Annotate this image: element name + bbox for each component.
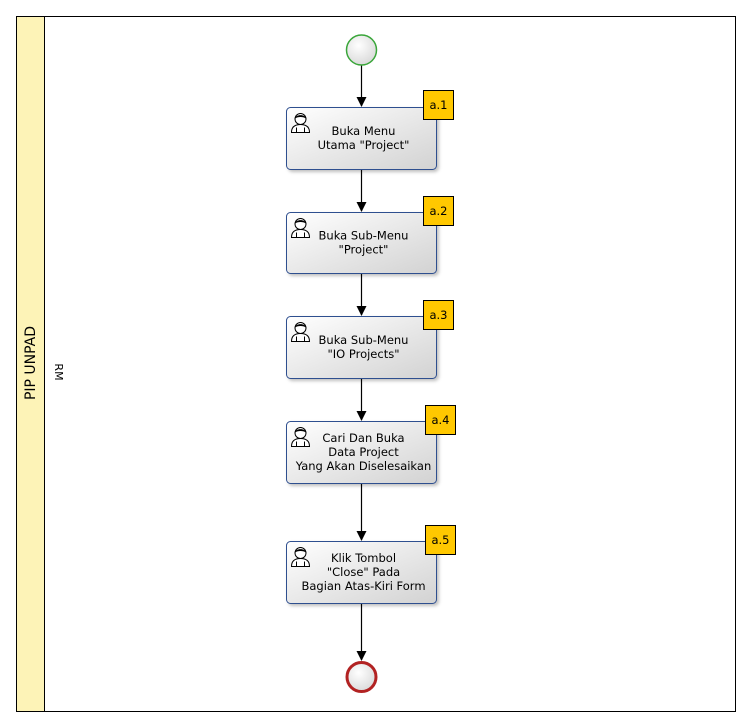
badge-label: a.4	[431, 413, 449, 427]
task-box	[286, 316, 437, 379]
task-label-line: Cari Dan Buka	[322, 431, 404, 445]
badge-label: a.5	[431, 533, 449, 547]
badge-label: a.3	[429, 308, 447, 322]
badge-label: a.2	[429, 204, 447, 218]
badge-box	[423, 300, 454, 330]
task-label-line: "Close" Pada	[327, 565, 400, 579]
task-box	[286, 421, 437, 484]
task-label-line: Klik Tombol	[331, 551, 396, 565]
task-box	[286, 107, 437, 170]
user-task-icon	[290, 113, 311, 133]
task-label-line: "IO Projects"	[327, 347, 399, 361]
user-task-icon	[290, 427, 311, 447]
task-badge: a.5	[425, 525, 456, 555]
task-label-line: Utama "Project"	[318, 138, 410, 152]
task-label-line: Buka Menu	[332, 124, 396, 138]
user-task-icon	[290, 547, 311, 567]
task-box	[286, 212, 437, 274]
task-label-line: Buka Sub-Menu	[319, 333, 409, 347]
badge-box	[425, 525, 456, 555]
start-event[interactable]	[345, 34, 378, 66]
user-task-icon	[290, 322, 311, 342]
pool-header	[16, 16, 45, 712]
badge-label: a.1	[429, 98, 447, 112]
task-label-line: Buka Sub-Menu	[319, 229, 409, 243]
pool-title: PIP UNPAD	[23, 326, 39, 400]
task-box	[286, 541, 437, 604]
user-task[interactable]: Buka Sub-Menu"Project" a.2	[286, 196, 454, 274]
task-label-line: "Project"	[339, 243, 389, 257]
user-task-icon	[290, 218, 311, 238]
badge-box	[423, 196, 454, 226]
badge-box	[425, 405, 456, 435]
task-badge: a.4	[425, 405, 456, 435]
badge-box	[423, 90, 454, 120]
lane-label: RM	[52, 363, 65, 380]
end-event[interactable]	[345, 661, 378, 693]
task-badge: a.3	[423, 300, 454, 330]
task-label-line: Bagian Atas-Kiri Form	[301, 579, 425, 593]
task-badge: a.1	[423, 90, 454, 120]
user-task[interactable]: Buka Sub-Menu"IO Projects" a.3	[286, 300, 454, 379]
task-label-line: Yang Akan Diselesaikan	[295, 459, 431, 473]
task-label-line: Data Project	[328, 445, 399, 459]
task-badge: a.2	[423, 196, 454, 226]
